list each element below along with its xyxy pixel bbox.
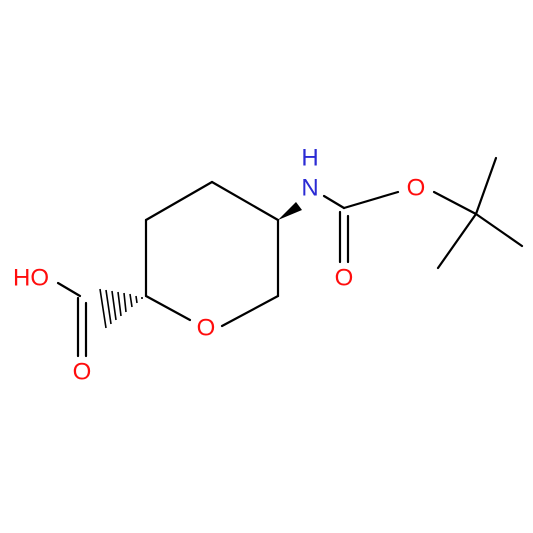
nitrogen-label: N [301,175,318,202]
solid-wedge-bond [278,202,302,220]
boc-carbonyl-oxygen-label: O [335,265,354,292]
ring-bond-o1-c2 [144,294,192,322]
bond-carboxyl-c-oh [56,281,82,298]
acid-carbonyl-oxygen-label: O [73,359,92,386]
ring-bond-c6-o1 [220,294,280,328]
acid-hydroxyl-label: HO [13,265,49,292]
bond-c-o-ester [342,190,400,210]
bond-n-c-carbonyl [322,194,346,210]
ring-oxygen-label: O [197,315,216,342]
ester-oxygen-label: O [407,175,426,202]
bond-o-c-quaternary [432,190,478,216]
hashed-wedge-bond [99,288,143,329]
nitrogen-h-label: H [301,145,318,172]
bond-tbu-methyl-right [474,212,524,248]
ring-bond-c3-c4 [144,180,214,222]
bond-tbu-methyl-up [474,156,498,216]
bond-tbu-methyl-down [436,212,478,270]
ring-bond-c4-c5 [210,180,280,222]
